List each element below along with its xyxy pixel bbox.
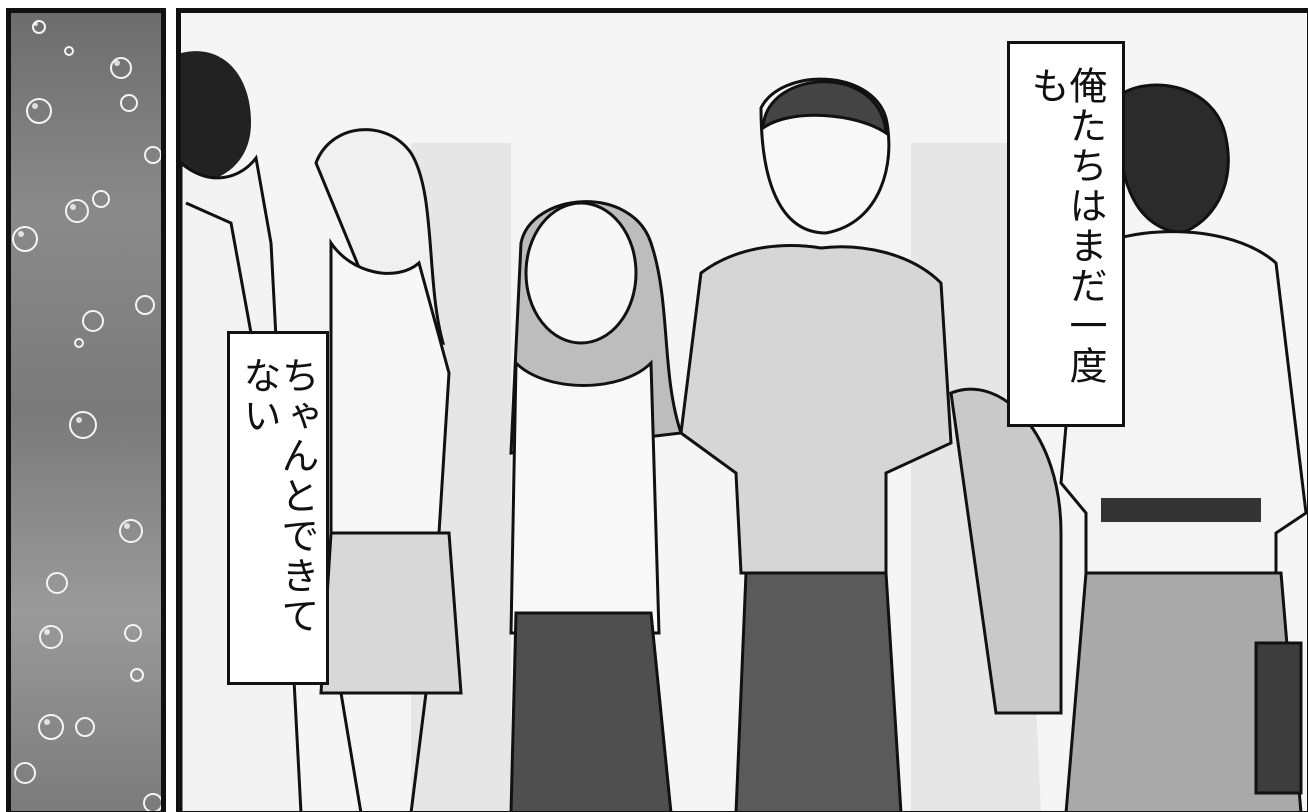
bubble-icon [124, 624, 142, 642]
bubble-icon [38, 714, 64, 740]
caption-box-left: ちゃんとできてない [227, 331, 329, 685]
bubble-panel [6, 8, 166, 812]
bubble-icon [46, 572, 68, 594]
bubble-icon [39, 625, 63, 649]
girl-center-figure [509, 200, 684, 811]
scene-art [181, 13, 1307, 811]
caption-box-right: 俺たちはまだ一度も [1007, 41, 1125, 427]
bubble-icon [14, 762, 36, 784]
bubble-icon [119, 519, 143, 543]
bubble-icon [130, 668, 144, 682]
bubble-icon [75, 717, 95, 737]
bubble-icon [12, 226, 38, 252]
woman-blonde-figure [314, 128, 463, 811]
bubble-icon [143, 793, 161, 811]
bubble-icon [69, 411, 97, 439]
bubble-icon [64, 46, 74, 56]
bubble-icon [144, 146, 161, 164]
bubbles-art [12, 20, 161, 811]
bubble-icon [74, 338, 84, 348]
bubble-icon [92, 190, 110, 208]
street-scene-panel: 俺たちはまだ一度も ちゃんとできてない [176, 8, 1308, 812]
bubble-icon [26, 98, 52, 124]
bubble-icon [65, 199, 89, 223]
bubble-icon [120, 94, 138, 112]
boy-center-figure [679, 77, 953, 811]
bubble-icon [82, 310, 104, 332]
bubble-icon [32, 20, 46, 34]
bubble-icon [110, 57, 132, 79]
bubble-icon [135, 295, 155, 315]
